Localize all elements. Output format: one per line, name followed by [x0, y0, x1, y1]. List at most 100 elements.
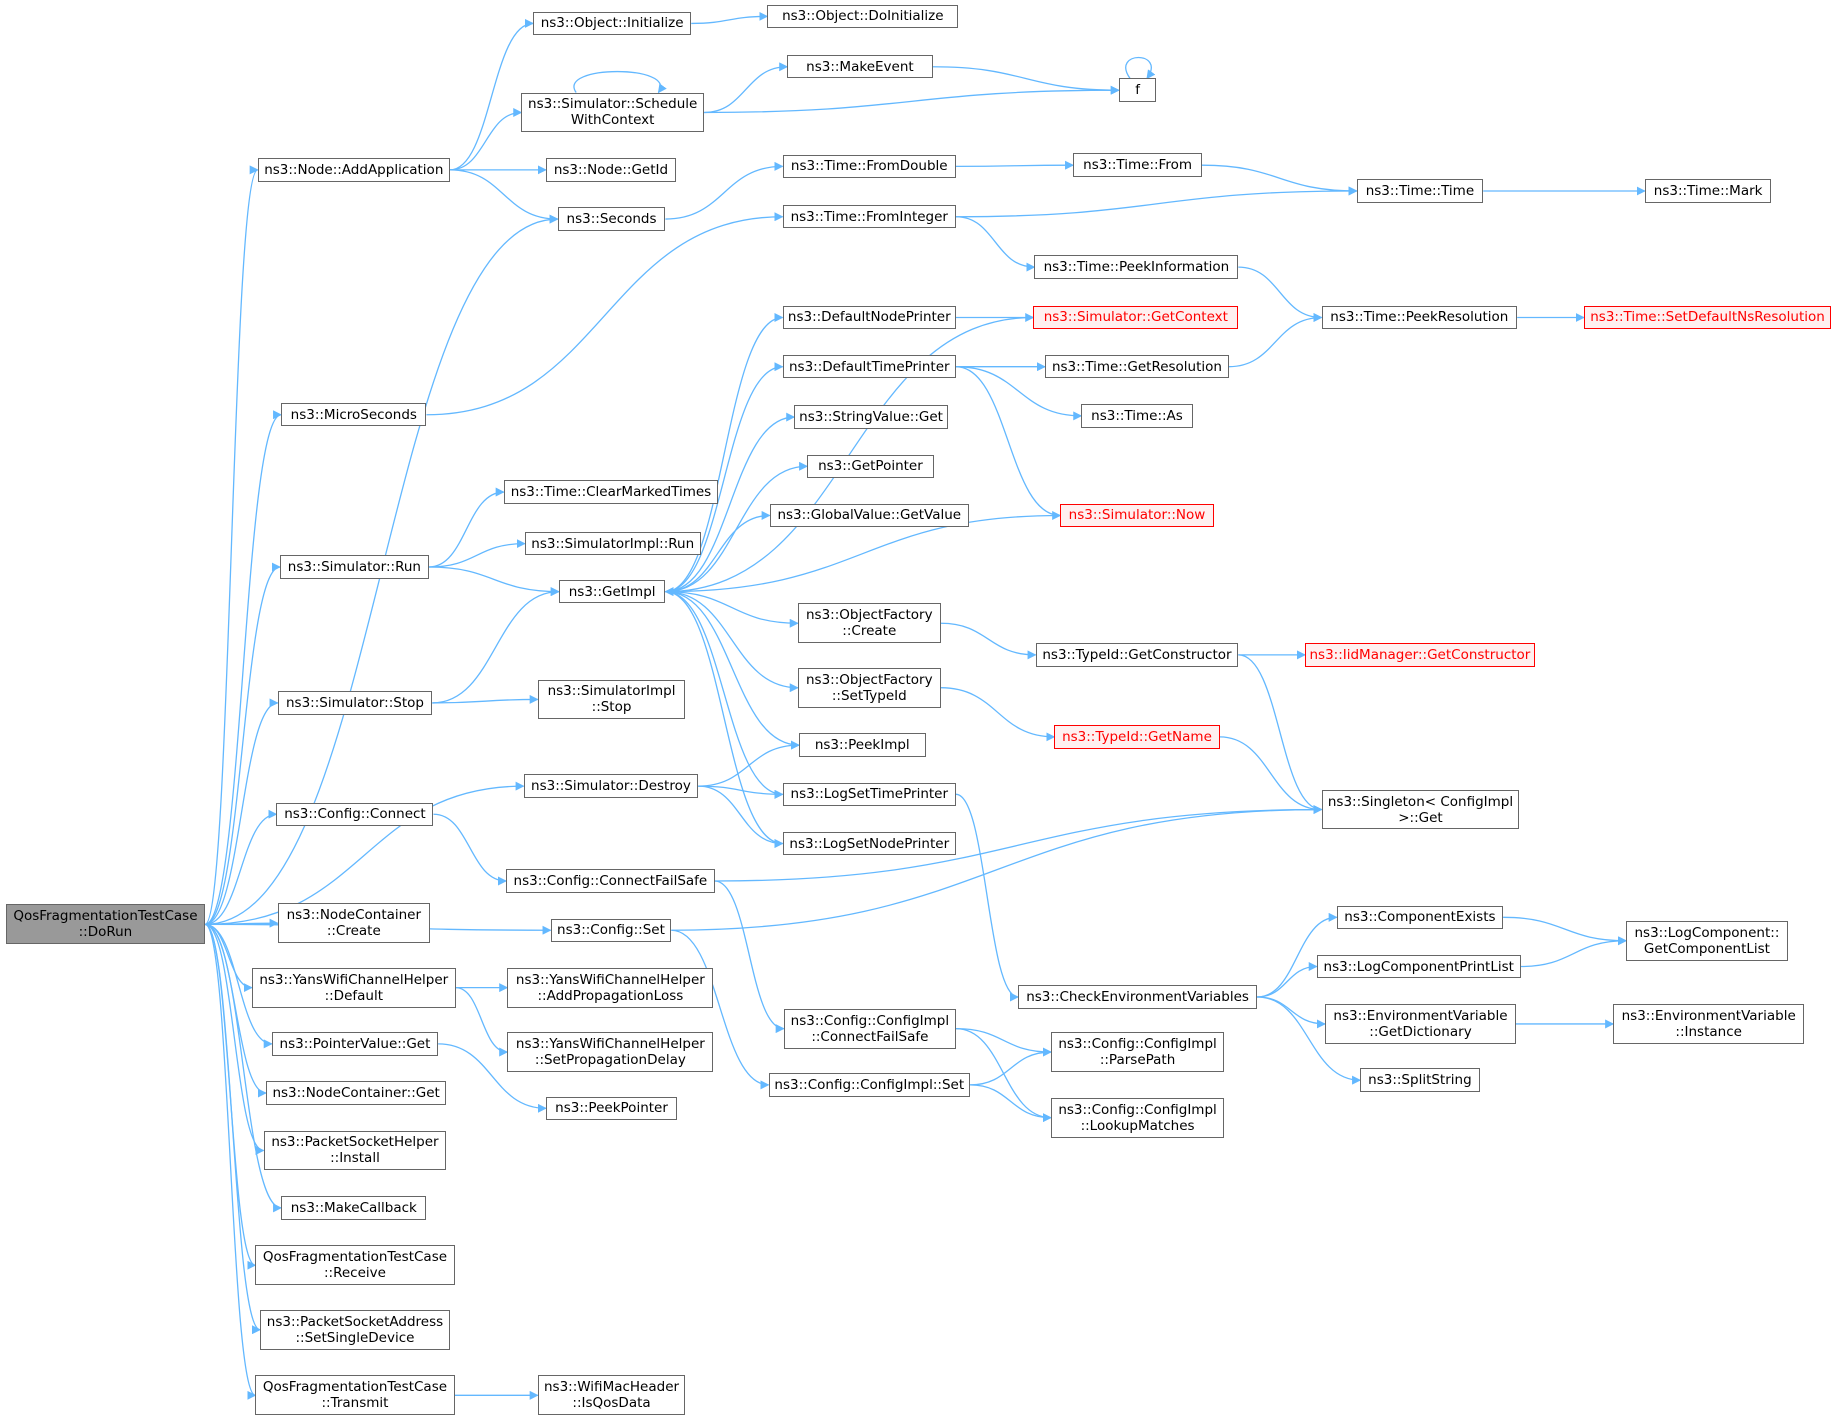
node-makeevent[interactable]: ns3::MakeEvent: [787, 55, 933, 79]
node-label-line: ::ParsePath: [1099, 1052, 1176, 1069]
node-peekres[interactable]: ns3::Time::PeekResolution: [1321, 305, 1518, 330]
node-objinit[interactable]: ns3::Object::Initialize: [533, 11, 692, 36]
node-label-line: ns3::EnvironmentVariable: [1621, 1007, 1796, 1024]
node-fromdouble[interactable]: ns3::Time::FromDouble: [782, 154, 956, 179]
node-simnow[interactable]: ns3::Simulator::Now: [1060, 503, 1214, 528]
edge-dorun-to-microsec: [204, 410, 283, 926]
node-dorun[interactable]: QosFragmentationTestCase::DoRun: [5, 904, 205, 945]
node-label-line: ns3::Seconds: [566, 211, 657, 228]
node-getimpl[interactable]: ns3::GetImpl: [558, 579, 666, 604]
edge-checkenv-to-envdict: [1257, 996, 1326, 1029]
node-qtransmit[interactable]: QosFragmentationTestCase::Transmit: [255, 1375, 455, 1416]
node-getid[interactable]: ns3::Node::GetId: [545, 158, 676, 182]
node-timefrom[interactable]: ns3::Time::From: [1073, 153, 1202, 177]
node-label-line: ns3::Node::GetId: [553, 161, 669, 178]
node-logcomplist[interactable]: ns3::LogComponent::GetComponentList: [1626, 920, 1788, 961]
node-label-line: ::IsQosData: [572, 1395, 651, 1412]
node-ofsettid[interactable]: ns3::ObjectFactory::SetTypeId: [797, 667, 941, 708]
node-yansaddloss[interactable]: ns3::YansWifiChannelHelper::AddPropagati…: [507, 967, 714, 1008]
node-tidgetctor[interactable]: ns3::TypeId::GetConstructor: [1035, 643, 1239, 667]
node-label-line: ns3::CheckEnvironmentVariables: [1026, 988, 1249, 1005]
edge-fromdouble-to-timefrom: [955, 160, 1075, 170]
node-getres[interactable]: ns3::Time::GetResolution: [1045, 354, 1229, 379]
edge-fromint-to-timetime: [955, 186, 1358, 218]
node-label-line: ns3::DefaultTimePrinter: [789, 358, 950, 375]
node-label-line: ::SetTypeId: [831, 687, 907, 704]
node-yansdefault[interactable]: ns3::YansWifiChannelHelper::Default: [251, 967, 456, 1008]
node-setdefns[interactable]: ns3::Time::SetDefaultNsResolution: [1583, 305, 1832, 330]
node-compexists[interactable]: ns3::ComponentExists: [1336, 905, 1504, 930]
node-label-line: ns3::Time::As: [1091, 407, 1183, 424]
node-pshinstall[interactable]: ns3::PacketSocketHelper::Install: [263, 1130, 447, 1171]
node-simgetctx[interactable]: ns3::Simulator::GetContext: [1033, 305, 1239, 330]
edge-cfgimplset-to-cfglookup: [970, 1084, 1052, 1123]
node-yanssetdelay[interactable]: ns3::YansWifiChannelHelper::SetPropagati…: [507, 1032, 714, 1072]
node-simrun[interactable]: ns3::Simulator::Run: [280, 555, 429, 579]
node-cfgconnect[interactable]: ns3::Config::Connect: [276, 802, 434, 826]
node-ptrvalget[interactable]: ns3::PointerValue::Get: [271, 1032, 439, 1056]
edge-dorun-to-simrun: [204, 562, 281, 926]
node-strget[interactable]: ns3::StringValue::Get: [794, 405, 948, 429]
node-peekinfo[interactable]: ns3::Time::PeekInformation: [1034, 255, 1239, 279]
node-logsetnode[interactable]: ns3::LogSetNodePrinter: [782, 831, 956, 856]
node-getpointer[interactable]: ns3::GetPointer: [807, 454, 934, 478]
node-peekimpl[interactable]: ns3::PeekImpl: [799, 733, 926, 757]
node-qreceive[interactable]: QosFragmentationTestCase::Receive: [255, 1245, 455, 1286]
node-label-line: ns3::Simulator::GetContext: [1043, 309, 1228, 326]
node-envdict[interactable]: ns3::EnvironmentVariable::GetDictionary: [1325, 1004, 1516, 1044]
node-simstop[interactable]: ns3::Simulator::Stop: [277, 691, 433, 715]
node-iidgetctor[interactable]: ns3::IidManager::GetConstructor: [1305, 643, 1535, 667]
edge-simdestroy-to-logsettime: [698, 785, 784, 799]
node-label-line: ns3::TypeId::GetConstructor: [1042, 646, 1232, 663]
node-clearmarked[interactable]: ns3::Time::ClearMarkedTimes: [503, 480, 719, 504]
edge-getres-to-peekres: [1228, 313, 1323, 368]
node-seconds[interactable]: ns3::Seconds: [557, 207, 666, 231]
node-isqosdata[interactable]: ns3::WifiMacHeader::IsQosData: [537, 1375, 686, 1416]
node-deftimeprinter[interactable]: ns3::DefaultTimePrinter: [782, 354, 956, 379]
node-logsettime[interactable]: ns3::LogSetTimePrinter: [782, 782, 956, 807]
node-simimplrun[interactable]: ns3::SimulatorImpl::Run: [524, 531, 701, 556]
node-objdoinit[interactable]: ns3::Object::DoInitialize: [767, 4, 959, 29]
node-microsec[interactable]: ns3::MicroSeconds: [281, 403, 427, 427]
node-ncCreate[interactable]: ns3::NodeContainer::Create: [277, 903, 430, 944]
node-tidgetname[interactable]: ns3::TypeId::GetName: [1054, 725, 1220, 749]
node-logcompprint[interactable]: ns3::LogComponentPrintList: [1316, 954, 1521, 979]
node-defnodeprinter[interactable]: ns3::DefaultNodePrinter: [782, 305, 956, 330]
node-cfglookup[interactable]: ns3::Config::ConfigImpl::LookupMatches: [1050, 1097, 1225, 1138]
edge-simdestroy-to-peekimpl: [698, 740, 800, 787]
node-addapp[interactable]: ns3::Node::AddApplication: [257, 158, 450, 182]
edge-getimpl-to-logsettime: [665, 590, 784, 799]
edge-getimpl-to-gvgetvalue: [665, 510, 771, 593]
node-gvgetvalue[interactable]: ns3::GlobalValue::GetValue: [769, 503, 969, 528]
node-cfgimplcfs[interactable]: ns3::Config::ConfigImpl::ConnectFailSafe: [783, 1008, 956, 1049]
node-label-line: QosFragmentationTestCase: [13, 908, 198, 925]
edge-simstop-to-getimpl: [432, 587, 560, 704]
node-cfgconnectfs[interactable]: ns3::Config::ConnectFailSafe: [506, 869, 715, 893]
node-timeas[interactable]: ns3::Time::As: [1081, 404, 1193, 428]
node-peekpointer[interactable]: ns3::PeekPointer: [545, 1096, 678, 1120]
node-makecallback[interactable]: ns3::MakeCallback: [281, 1196, 427, 1220]
edge-simrun-to-simimplrun: [428, 539, 526, 568]
node-timetime[interactable]: ns3::Time::Time: [1356, 179, 1484, 203]
node-simdestroy[interactable]: ns3::Simulator::Destroy: [523, 774, 699, 798]
node-timemark[interactable]: ns3::Time::Mark: [1644, 179, 1772, 203]
node-envinstance[interactable]: ns3::EnvironmentVariable::Instance: [1613, 1004, 1805, 1044]
node-label-line: ns3::Time::GetResolution: [1051, 358, 1222, 375]
node-f[interactable]: f: [1118, 78, 1157, 102]
node-ncget[interactable]: ns3::NodeContainer::Get: [265, 1081, 447, 1105]
node-cfgset[interactable]: ns3::Config::Set: [550, 918, 672, 942]
node-simimplstop[interactable]: ns3::SimulatorImpl::Stop: [537, 679, 686, 720]
node-checkenv[interactable]: ns3::CheckEnvironmentVariables: [1018, 985, 1258, 1009]
node-singleton[interactable]: ns3::Singleton< ConfigImpl>::Get: [1321, 789, 1520, 830]
node-label-line: ::Receive: [323, 1265, 386, 1282]
node-cfgparse[interactable]: ns3::Config::ConfigImpl::ParsePath: [1050, 1032, 1225, 1072]
edge-addapp-to-seconds: [449, 169, 559, 224]
node-cfgimplset[interactable]: ns3::Config::ConfigImpl::Set: [768, 1073, 971, 1097]
node-ofcreate[interactable]: ns3::ObjectFactory::Create: [797, 603, 941, 644]
node-psasetdev[interactable]: ns3::PacketSocketAddress::SetSingleDevic…: [260, 1309, 450, 1350]
node-splitstring[interactable]: ns3::SplitString: [1360, 1068, 1480, 1092]
edge-dorun-to-psasetdev: [204, 923, 261, 1335]
node-fromint[interactable]: ns3::Time::FromInteger: [782, 205, 956, 229]
node-label-line: GetComponentList: [1643, 940, 1770, 957]
